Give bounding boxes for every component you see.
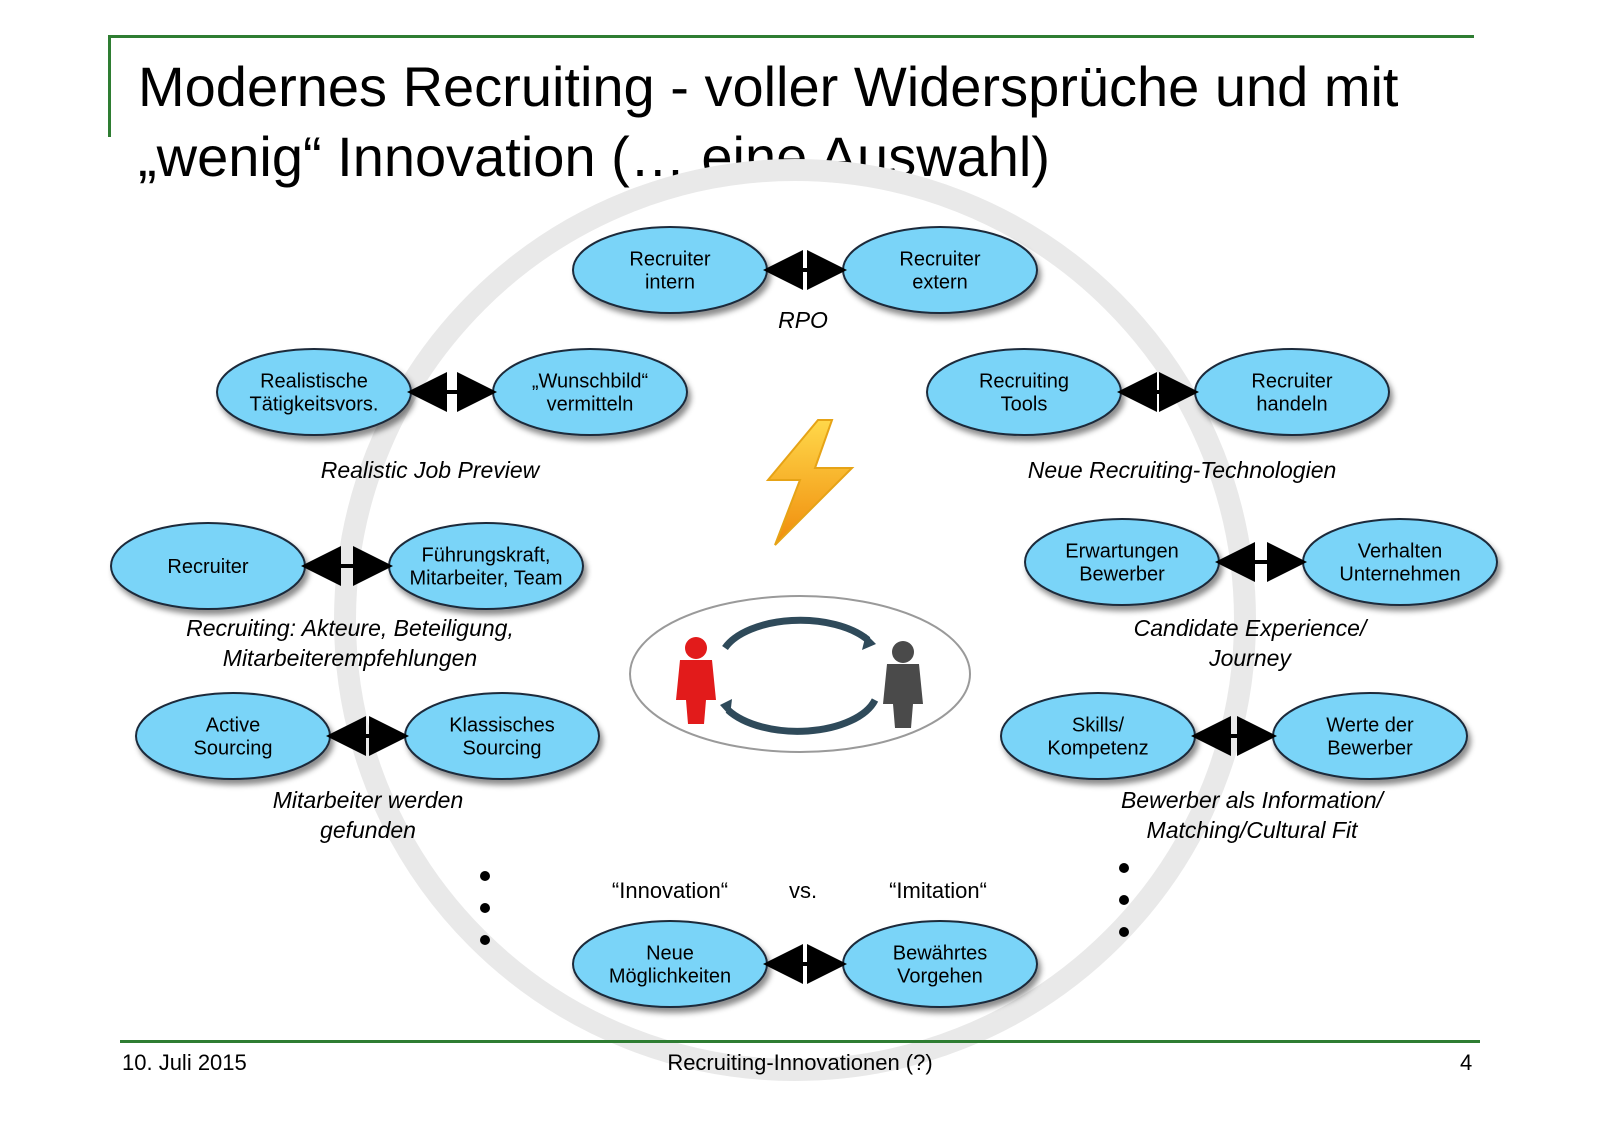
slide-title-line-1: Modernes Recruiting - voller Widersprüch…: [138, 55, 1399, 118]
node-right-text: Sourcing: [463, 738, 542, 760]
node-right-text: vermitteln: [547, 394, 634, 416]
node-right: Führungskraft,Mitarbeiter, Team: [388, 522, 584, 610]
node-right-text: Klassisches: [449, 715, 555, 737]
node-right-text: Vorgehen: [897, 966, 983, 988]
node-right-text: Unternehmen: [1339, 564, 1460, 586]
footer-title: Recruiting-Innovationen (?): [667, 1050, 933, 1075]
node-left-text: Neue: [646, 943, 694, 965]
node-left-text: Skills/: [1072, 715, 1125, 737]
node-left-text: Active: [206, 715, 260, 737]
top-rule: [108, 35, 1474, 38]
node-right-text: Recruiter: [1251, 371, 1332, 393]
pair-caption: Journey: [1208, 645, 1292, 671]
left-rule: [108, 35, 111, 137]
pair-caption: Mitarbeiterempfehlungen: [223, 645, 477, 671]
node-left-text: Tätigkeitsvors.: [250, 394, 379, 416]
node-left-text: Realistische: [260, 371, 368, 393]
node-right-text: Mitarbeiter, Team: [409, 568, 562, 590]
node-left-text: Recruiter: [629, 249, 710, 271]
node-left: Skills/Kompetenz: [1000, 692, 1196, 780]
footer-page-number: 4: [1460, 1050, 1473, 1075]
pair-caption: Matching/Cultural Fit: [1147, 817, 1360, 843]
node-left-text: Möglichkeiten: [609, 966, 731, 988]
gray-person-icon: [883, 641, 923, 728]
pair-caption: Bewerber als Information/: [1121, 787, 1386, 813]
continuation-dots-right: [1119, 863, 1129, 937]
node-right: „Wunschbild“vermitteln: [492, 348, 688, 436]
node-right-text: Verhalten: [1358, 541, 1443, 563]
node-right-text: Bewährtes: [893, 943, 988, 965]
vs-label: vs.: [789, 878, 817, 903]
node-left-text: Sourcing: [194, 738, 273, 760]
node-pair: Recruiter Führungskraft,Mitarbeiter, Team…: [110, 522, 584, 671]
node-right-text: handeln: [1256, 394, 1327, 416]
background-ring: [334, 159, 1256, 1081]
pair-caption: Neue Recruiting-Technologien: [1028, 457, 1337, 483]
exchange-ellipse: [629, 595, 971, 753]
pair-caption: gefunden: [320, 817, 416, 843]
node-right-text: Führungskraft,: [422, 545, 551, 567]
cycle-arrows-icon: [720, 616, 879, 735]
node-right-text: Recruiter: [899, 249, 980, 271]
node-pair: ActiveSourcingKlassischesSourcingMitarbe…: [135, 692, 600, 843]
node-left-text: Erwartungen: [1065, 541, 1178, 563]
node-left-text: intern: [645, 272, 695, 294]
node-right-text: Bewerber: [1327, 738, 1413, 760]
continuation-dots-left: [480, 871, 490, 945]
node-left-text: Kompetenz: [1047, 738, 1148, 760]
footer-date: 10. Juli 2015: [122, 1050, 247, 1075]
node-left-text: Recruiting: [979, 371, 1069, 393]
pair-caption: Realistic Job Preview: [321, 457, 541, 483]
exchange-illustration: [629, 595, 971, 753]
pair-caption: Candidate Experience/: [1134, 615, 1369, 641]
slide-title: Modernes Recruiting - voller Widersprüch…: [138, 52, 1558, 192]
node-right-text: extern: [912, 272, 968, 294]
bottom-rule: [120, 1040, 1480, 1043]
innovation-label: “Innovation“: [612, 878, 728, 903]
node-left-text: Bewerber: [1079, 564, 1165, 586]
pair-caption: Mitarbeiter werden: [273, 787, 463, 813]
node-left: Recruiter: [110, 522, 306, 610]
imitation-label: “Imitation“: [889, 878, 987, 903]
red-person-icon: [676, 637, 716, 724]
node-right-text: Werte der: [1326, 715, 1414, 737]
node-left-text: Tools: [1001, 394, 1048, 416]
lightning-bolt-icon: [765, 419, 855, 546]
pair-caption: RPO: [778, 307, 828, 333]
pair-caption: Recruiting: Akteure, Beteiligung,: [186, 615, 514, 641]
node-left-text: Recruiter: [167, 556, 248, 578]
node-right-text: „Wunschbild“: [532, 371, 648, 393]
